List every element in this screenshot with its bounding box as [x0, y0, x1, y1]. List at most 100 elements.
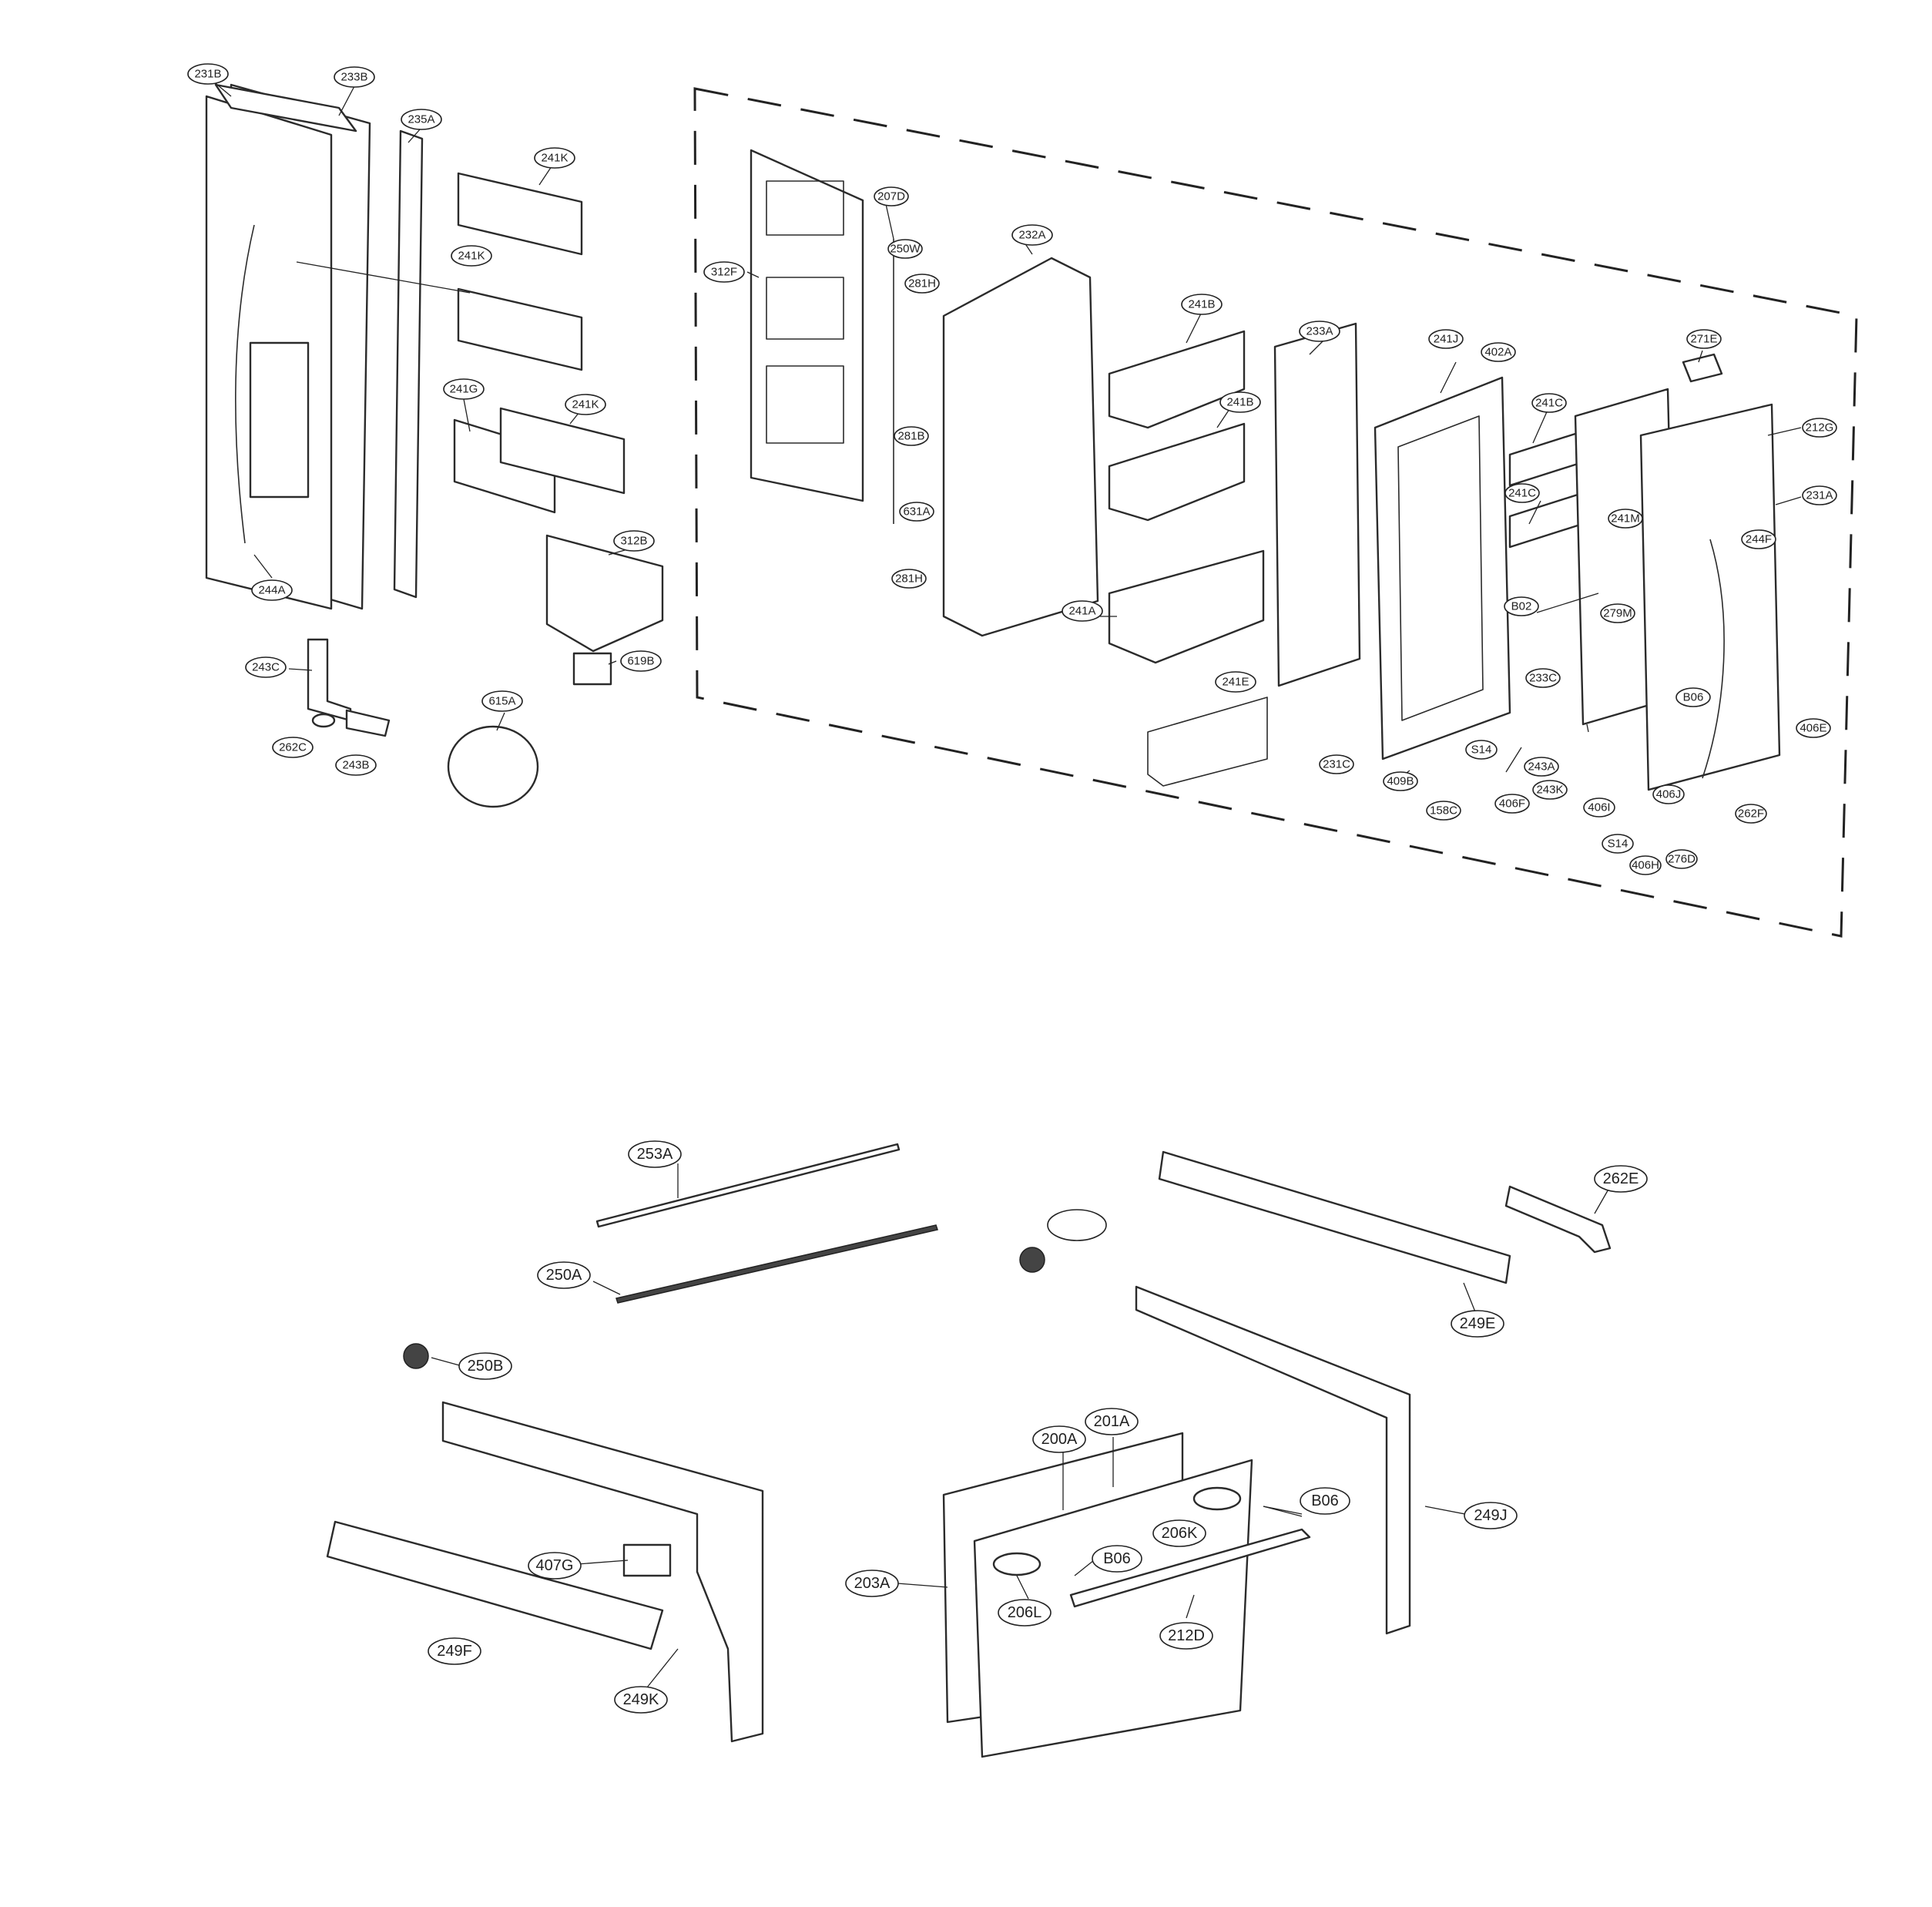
callout-231c: 231C — [1319, 754, 1354, 774]
svg-text:406F: 406F — [1499, 797, 1525, 811]
callout-249j: 249J — [1464, 1502, 1518, 1529]
svg-text:406J: 406J — [1656, 788, 1682, 801]
handle-244f — [1702, 539, 1725, 779]
svg-text:615A: 615A — [488, 695, 515, 708]
wrench-262e — [1504, 1185, 1612, 1254]
callout-243b: 243B — [335, 754, 377, 776]
svg-text:244A: 244A — [258, 584, 285, 597]
svg-text:241K: 241K — [541, 152, 568, 165]
callout-409b: 409B — [1383, 771, 1418, 791]
svg-text:B06: B06 — [1103, 1550, 1131, 1567]
bin-241b-2 — [1108, 422, 1246, 522]
callout-b02: B02 — [1504, 596, 1539, 616]
svg-text:262E: 262E — [1603, 1170, 1639, 1187]
callout-250b: 250B — [458, 1352, 512, 1380]
bin-241a — [1108, 549, 1265, 664]
svg-text:241M: 241M — [1611, 512, 1640, 525]
svg-text:231C: 231C — [1323, 758, 1350, 771]
svg-text:233B: 233B — [340, 71, 367, 84]
svg-text:241K: 241K — [458, 250, 485, 263]
door-handle-244a — [234, 224, 255, 544]
callout-243k: 243K — [1532, 780, 1568, 800]
door-bin-241k-2 — [457, 287, 583, 371]
svg-text:244F: 244F — [1746, 533, 1772, 546]
svg-text:241G: 241G — [450, 383, 478, 396]
svg-text:B06: B06 — [1683, 691, 1704, 704]
water-filter-615a — [447, 725, 539, 808]
callout-406j: 406J — [1652, 784, 1685, 804]
svg-text:249J: 249J — [1474, 1507, 1507, 1524]
washer-262c — [311, 713, 336, 728]
inner-door-window — [1397, 415, 1484, 721]
callout-241g: 241G — [443, 378, 485, 400]
callout-206k: 206K — [1152, 1519, 1206, 1547]
callout-241c-1: 241C — [1531, 393, 1567, 413]
svg-text:203A: 203A — [854, 1575, 891, 1592]
svg-text:231A: 231A — [1806, 489, 1833, 502]
svg-text:S14: S14 — [1471, 744, 1492, 757]
door-bins-left — [453, 172, 664, 653]
callout-b06-1: B06 — [1300, 1487, 1350, 1515]
callout-233c: 233C — [1525, 668, 1561, 688]
svg-text:B06: B06 — [1311, 1492, 1339, 1509]
endcap-206k — [1192, 1486, 1242, 1511]
svg-text:250B: 250B — [468, 1358, 504, 1375]
callout-262f: 262F — [1735, 804, 1767, 824]
cover-window-2 — [766, 277, 844, 340]
callout-279m: 279M — [1600, 603, 1635, 623]
rail-249k — [441, 1401, 764, 1743]
callout-619b: 619B — [620, 650, 662, 672]
svg-text:241K: 241K — [572, 398, 599, 411]
callout-253a: 253A — [628, 1140, 682, 1168]
gasket-233a — [1273, 322, 1361, 687]
dashed-assembly-frame — [693, 87, 1858, 938]
svg-text:241C: 241C — [1508, 487, 1536, 500]
callout-262c: 262C — [272, 737, 314, 758]
callout-249k: 249K — [614, 1686, 668, 1714]
latch-407g — [622, 1543, 672, 1577]
svg-text:233A: 233A — [1306, 325, 1333, 338]
callout-402a: 402A — [1481, 342, 1516, 362]
callout-206l: 206L — [998, 1599, 1052, 1627]
svg-text:S14: S14 — [1608, 838, 1628, 851]
svg-text:243K: 243K — [1536, 784, 1563, 797]
door-panel-231a — [1639, 403, 1781, 791]
callout-241a: 241A — [1062, 600, 1103, 622]
svg-text:200A: 200A — [1041, 1431, 1078, 1448]
callout-312b: 312B — [613, 530, 655, 552]
svg-text:281H: 281H — [908, 277, 936, 290]
callout-249f: 249F — [428, 1637, 481, 1665]
bin-241e — [1147, 697, 1268, 787]
callout-233b: 233B — [334, 66, 375, 88]
svg-text:235A: 235A — [408, 113, 434, 126]
callouts-bottom: 253A 250A 262E 249E 250B 200A 201A B06 2… — [428, 1140, 1648, 1714]
callout-244f: 244F — [1741, 529, 1776, 549]
callout-312f: 312F — [703, 261, 745, 283]
callout-406e: 406E — [1796, 718, 1831, 738]
callout-241b-1: 241B — [1181, 294, 1223, 315]
handle-212d — [1069, 1528, 1311, 1608]
callout-241k-1: 241K — [534, 147, 575, 169]
callout-241b-2: 241B — [1219, 391, 1261, 413]
callout-203a: 203A — [845, 1570, 899, 1597]
dispenser-housing — [249, 341, 310, 499]
rail-249f — [326, 1520, 664, 1650]
callout-blank — [1047, 1209, 1107, 1241]
cover-window-1 — [766, 180, 844, 236]
svg-text:271E: 271E — [1690, 333, 1717, 346]
svg-text:243B: 243B — [342, 759, 369, 772]
callout-231a: 231A — [1802, 485, 1837, 505]
bin-241b-1 — [1108, 330, 1246, 429]
svg-text:407G: 407G — [536, 1557, 574, 1574]
callout-276d: 276D — [1665, 849, 1698, 869]
callout-249e: 249E — [1451, 1310, 1504, 1338]
callout-233a: 233A — [1299, 321, 1340, 342]
callout-231b: 231B — [187, 63, 229, 85]
inner-door-231c — [1374, 376, 1511, 760]
ice-bin-312b — [545, 534, 664, 653]
callout-s14-2: S14 — [1602, 834, 1634, 854]
callout-406i: 406I — [1583, 797, 1615, 818]
door-bin-241k-1 — [457, 172, 583, 256]
svg-text:249F: 249F — [437, 1643, 472, 1660]
svg-text:B02: B02 — [1511, 600, 1532, 613]
